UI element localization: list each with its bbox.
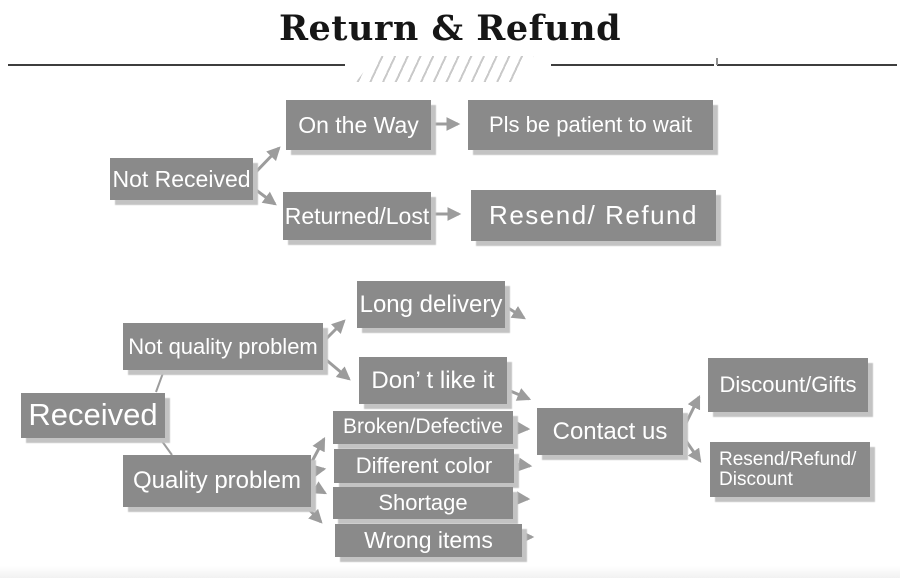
page-title: Return & Refund [278,8,622,49]
arrow-long-delivery-to-contact [504,304,526,320]
arrow-not-received-to-on-the-way [250,146,281,178]
arrow-not-received-to-returned-lost [251,185,277,206]
node-received: Received [21,393,165,438]
node-broken-defective: Broken/Defective [333,411,513,444]
node-wrong-items: Wrong items [335,524,522,557]
node-different-color: Different color [334,449,514,483]
arrow-not-quality-to-long-delivery [320,319,346,345]
divider-line-right [551,64,897,66]
arrow-different-to-contact [514,457,533,472]
node-not-quality-problem: Not quality problem [123,323,323,370]
arrow-dont-like-to-contact [507,388,532,401]
line-received-to-quality [158,436,173,456]
node-resend-refund: Resend/ Refund [471,190,716,241]
node-quality-problem: Quality problem [123,455,311,507]
node-discount-gifts: Discount/Gifts [708,358,868,412]
node-contact-us: Contact us [537,408,683,455]
bottom-fade [0,566,900,578]
arrow-contact-to-resend-refund-discount [682,437,702,463]
node-resend-refund-discount: Resend/Refund/ Discount [710,442,870,497]
node-returned-lost: Returned/Lost [283,192,431,240]
arrow-not-quality-to-dont-like [323,356,351,381]
node-not-received: Not Received [110,158,253,200]
node-shortage: Shortage [333,487,513,519]
arrow-contact-to-discount-gifts [682,394,701,428]
divider-notch [714,63,717,67]
node-dont-like-it: Don’ t like it [359,357,507,404]
line-received-to-not-quality [155,372,164,393]
arrow-broken-to-contact [512,421,531,436]
hatch-decoration [356,56,534,82]
node-long-delivery: Long delivery [357,281,505,328]
node-on-the-way: On the Way [286,100,431,150]
arrow-quality-to-different-color [311,464,327,478]
divider-tick [716,58,718,65]
divider-line-left [8,64,345,66]
arrow-quality-to-shortage [310,481,327,495]
arrow-shortage-to-contact [513,491,531,506]
arrow-quality-to-broken [307,436,326,468]
node-pls-be-patient: Pls be patient to wait [468,100,713,150]
